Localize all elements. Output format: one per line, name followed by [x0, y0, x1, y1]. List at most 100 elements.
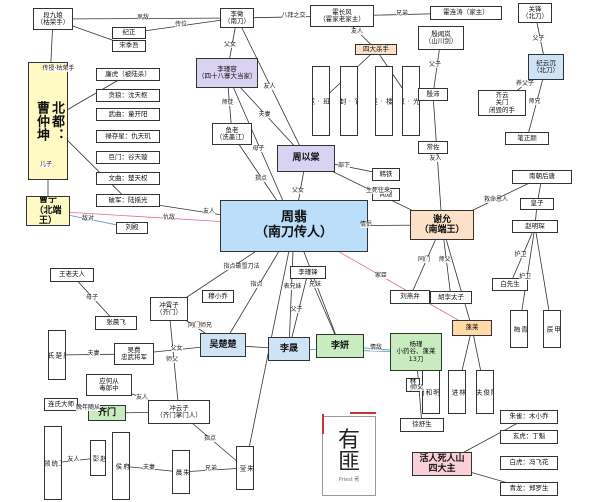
edge-label-friend-c: 友人 [429, 154, 442, 162]
node-huangzi: 皇子 [520, 198, 554, 210]
edge-label-zhizi: 师徒 [221, 98, 234, 106]
node-north-capital: 北都： 曹仲坤 [28, 62, 68, 180]
edge-label-zhidian-shijian: 指点破雪刀法 [223, 262, 260, 270]
node-hua-pomian: 黑 判 官 · 封 无 言 [340, 66, 358, 136]
node-yin-pei: 殷沛 [418, 88, 448, 101]
node-zhu-que: 朱雀：木小乔 [500, 410, 558, 424]
edge-label-son1: 儿子 [40, 161, 53, 168]
edge-label-father2: 父女 [292, 187, 305, 195]
edge-label-fuqi3: 夫妻 [143, 464, 156, 471]
edge-label-father-b: 父女 [224, 40, 237, 48]
stamp-accent-1 [350, 412, 376, 414]
node-qi-yun: 齐云 关门 闭毁的手 [478, 90, 526, 116]
edge-label-zhidian: 指点 [255, 175, 268, 182]
edge-label-bajiu: 八拜之交 [281, 12, 306, 19]
node-lin-jin: 林 进 [448, 370, 466, 414]
node-wu-fei: 吴 楚 氏 [48, 330, 66, 380]
node-cao-ning: 曹宁 （北端王） [26, 196, 70, 226]
node-tanlang: 贪狼：沈天枢 [96, 89, 160, 102]
node-li-yan: 李妍 [316, 334, 364, 358]
node-chen-jun: 陈 俊 夫 [476, 370, 494, 414]
node-li-sheng: 李晟 [268, 337, 310, 361]
node-zhu-chen: 朱 晨 [172, 450, 190, 494]
novel-title: 有 匪 [337, 427, 360, 475]
node-wuqu: 武曲：童开阳 [96, 108, 160, 121]
node-da-nei: 大 内 侍 卫 统 领 · 君 洵 [44, 426, 62, 500]
edge-label-zhidian2: 指点 [250, 280, 263, 288]
edge-label-friend-d: 友人 [67, 455, 80, 463]
edge-label-friend1: 友人 [351, 27, 364, 35]
node-ji-zheng: 纪正 [112, 27, 146, 39]
node-xingnan-hou: 兴 南 唐 府 侯 · 宋 庄 [112, 432, 130, 500]
node-lian-hu: 廉虎（被陆杀） [96, 68, 160, 81]
node-penglai: 蓬莱 [452, 320, 492, 336]
node-wu-huang: 吴费 忠武将军 [114, 343, 154, 365]
edge-label-bu-xia: 部下 [338, 161, 351, 169]
edge-label-friend-b: 友人 [203, 208, 216, 216]
node-wu-chuchu: 吴楚楚 [200, 333, 246, 357]
node-ying-he: 杨瑾 小药谷、蓬莱 13刀 [390, 333, 442, 371]
node-liu-shuanglou: 陆 摇 光 · 双 双 [402, 66, 420, 136]
edge-label-qinglv: 情侣 [360, 220, 373, 228]
node-zhou-fei: 周翡 （南刀传人） [220, 200, 368, 252]
edge-label-shengsi: 生死往来 [366, 186, 391, 194]
node-li-jinrong: 李瑾容 （四十八寨大当家） [196, 58, 258, 88]
edge-label-qingdi: 情敌 [370, 344, 383, 351]
edge-label-zhidian3: 指点 [204, 435, 217, 442]
node-qing-long: 青龙：郑罗生 [500, 482, 558, 496]
node-huo-lianhu: 霍连涛（家主） [430, 6, 502, 20]
node-han-zuohan: 韩铁 [372, 168, 400, 181]
node-feng-ren: 羽 衣 班 · 霓 裳 [312, 66, 330, 136]
node-zhou-yitang: 周以棠 [277, 145, 335, 172]
edge-label-enemy-b: 仇敌 [163, 213, 176, 221]
node-yu-lao: 鱼老 （洗墨江） [212, 123, 252, 145]
edge-label-jiuming: 救命恩人 [484, 196, 509, 203]
node-duan-jiuniang: 段九娘 （枯荣手） [33, 8, 73, 30]
node-li-jinfeng: 李瑾锋 [290, 266, 326, 279]
node-liu-dian: 刘殿 [116, 222, 148, 234]
edge-label-enemy1: 夙敌 [137, 13, 150, 21]
edge-label-xiongmei2: 兄妹 [309, 281, 322, 288]
node-chang-zuo: 常佐 [418, 141, 448, 154]
edge-label-huwei2: 护卫 [519, 272, 532, 280]
node-xiao-changfeng: 霍长风 （霍家老家主） [310, 5, 374, 27]
edge-label-brothers1: 兄弟 [396, 9, 409, 17]
edge-label-youren-e: 友人 [136, 393, 149, 401]
edge-label-fuzi2: 父子 [429, 61, 442, 69]
node-lucun: 禄存星：仇天玑 [96, 130, 160, 143]
node-guan-feng: 关锋 （北刀） [518, 3, 552, 23]
edge-label-fuzi2: 父子 [290, 305, 303, 313]
node-lian-nu: 连氏大师 [44, 398, 78, 411]
node-zhou-chao: 南朝后唐 [512, 170, 572, 184]
node-ying-cong: 应何从 毒郎中 [86, 374, 132, 396]
node-chong-yunzi: 冲云子 （齐门掌门人） [148, 400, 210, 424]
node-mingfeng-lou: 鸣 风 楼 · 庭 浩 [375, 66, 393, 136]
node-yin-wen-lan: 殷闻岚 （山川剑） [418, 26, 464, 50]
node-bei-zhengyan: 笔正颜 [505, 132, 549, 145]
edge-label-zhen-ye: 夫妻 [258, 110, 271, 118]
node-sida-sha: 四大杀手 [355, 44, 397, 55]
edge-label-passon: 传位 [175, 20, 188, 28]
edge-label-tongmen: 同门 [418, 256, 431, 263]
node-zhu-ying: 朱 莹 [236, 446, 254, 490]
node-emperor: 赵明琛 [512, 220, 558, 233]
node-pojun: 破军：陆摇光 [96, 194, 160, 207]
edge-label-qiren: 师父 [438, 256, 451, 264]
stamp-accent-2 [322, 414, 324, 434]
node-xuan-wu: 玄虎：丁魁 [500, 430, 558, 444]
node-liu-yanwu: 刘燕弁 [390, 290, 430, 304]
node-mu-xiaoqiao: 穆小乔 [202, 290, 234, 303]
edge-label-chuanshou: 传授·枯荣手 [42, 65, 75, 72]
edge-label-hostile: 敌对 [82, 214, 95, 222]
edge-label-xie-zi: 养父子 [516, 80, 535, 87]
node-wenqu: 文曲：楚天权 [96, 172, 160, 185]
edge-label-huwei: 护卫 [514, 250, 527, 258]
node-bai-xiansheng: 白先生 [492, 278, 528, 291]
node-ji-yunshen: 纪云沉 （北刀） [528, 54, 564, 80]
node-jumen: 巨门：谷天璇 [96, 151, 160, 164]
node-bai-hu: 白虎：冯飞花 [500, 456, 558, 470]
node-xu-sheng: 徐舒生 [400, 418, 444, 432]
node-xie-yun: 谢允 （南端王） [410, 210, 474, 240]
